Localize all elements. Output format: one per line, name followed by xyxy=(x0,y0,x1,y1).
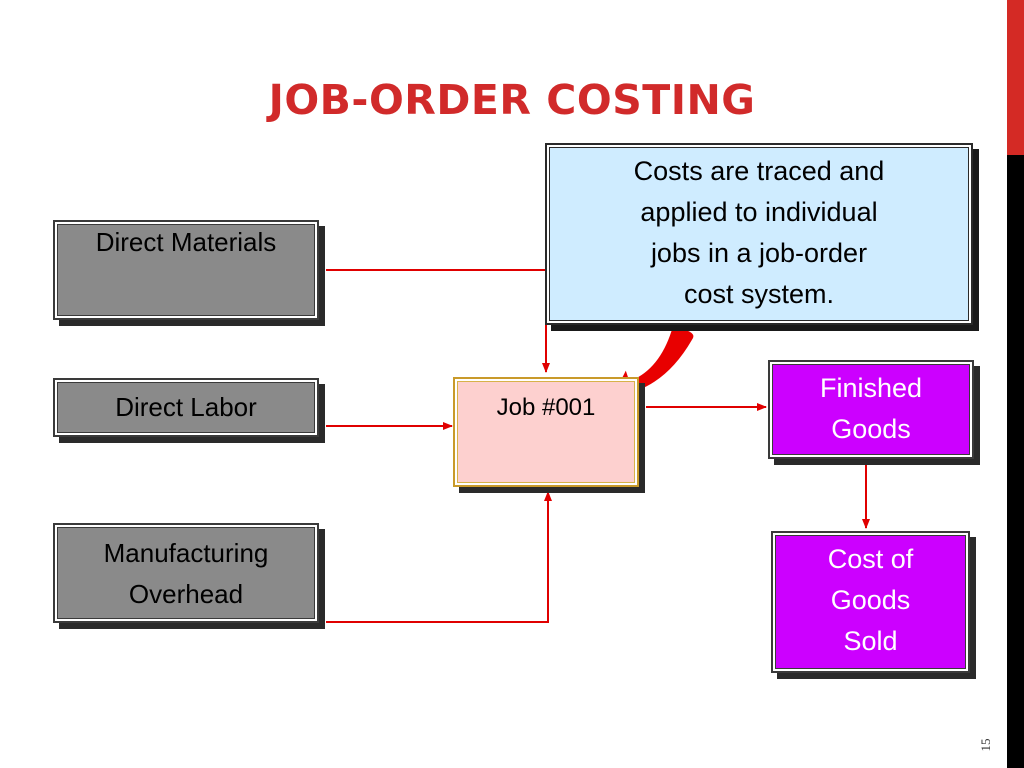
connector-materials-to-job xyxy=(326,269,550,373)
manufacturing-overhead-label: Manufacturing Overhead xyxy=(103,538,269,609)
manufacturing-overhead-box: Manufacturing Overhead xyxy=(53,523,319,623)
direct-labor-label: Direct Labor xyxy=(115,392,257,422)
finished-goods-box: Finished Goods xyxy=(768,360,974,459)
job-001-box: Job #001 xyxy=(453,377,639,487)
direct-materials-box: Direct Materials xyxy=(53,220,319,320)
job-001-label: Job #001 xyxy=(496,394,596,421)
slide-title: JOB-ORDER COSTING xyxy=(268,76,756,124)
callout-text: Costs are traced and applied to individu… xyxy=(633,156,885,309)
direct-labor-box: Direct Labor xyxy=(53,378,319,437)
side-accent-bar-black xyxy=(1007,155,1024,768)
connector-overhead-to-job xyxy=(326,491,552,623)
finished-goods-label: Finished Goods xyxy=(819,373,923,444)
cost-of-goods-sold-label: Cost of Goods Sold xyxy=(827,544,914,656)
side-accent-bar-red xyxy=(1007,0,1024,155)
cost-of-goods-sold-box: Cost of Goods Sold xyxy=(771,531,970,673)
page-number: 15 xyxy=(978,738,993,752)
callout-box: Costs are traced and applied to individu… xyxy=(545,143,973,325)
direct-materials-label: Direct Materials xyxy=(95,227,277,257)
